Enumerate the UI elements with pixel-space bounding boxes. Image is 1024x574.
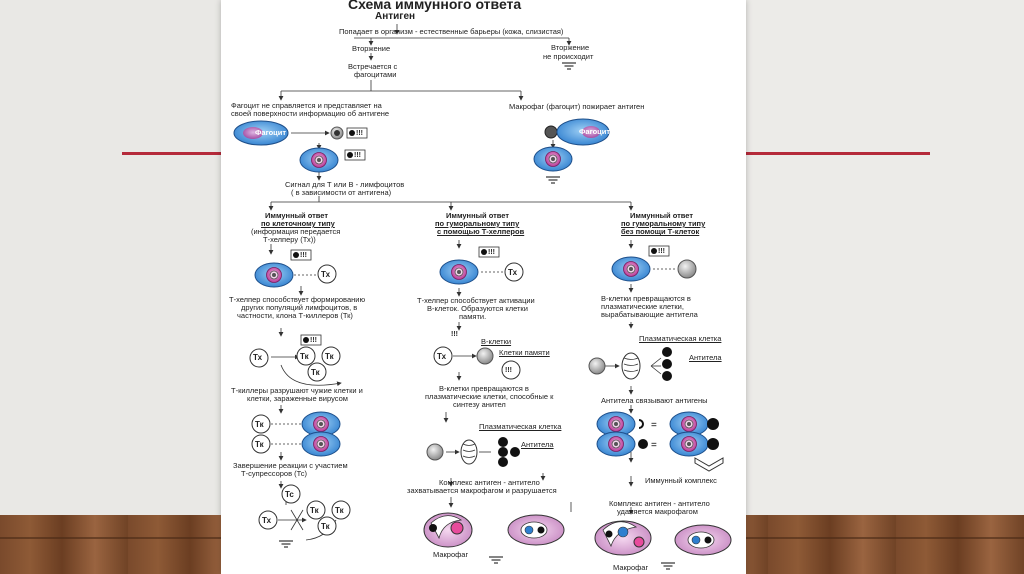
col2-para3-line1: Комплекс антиген - антитело: [439, 478, 540, 487]
memory-cells-label: Клетки памяти: [499, 348, 550, 357]
tk-label: Тк: [335, 506, 344, 515]
tk-label: Тк: [311, 368, 320, 377]
tk-label: Тк: [255, 420, 264, 429]
col1-para1-line3: частности, клона Т-киллеров (Тк): [237, 311, 353, 320]
col2-para1-line1: Т-хелпер способствует активации: [417, 296, 535, 305]
background-right: [746, 0, 1024, 574]
tk-label: Тк: [310, 506, 319, 515]
bind-text: Антитела связывают антигены: [601, 396, 708, 405]
immune-complex-label: Иммунный комплекс: [645, 476, 717, 485]
col1-para1-line1: Т-хелпер способствует формированию: [229, 295, 366, 304]
col2-para2-line2: плазматические клетки, способные к: [425, 392, 554, 401]
accent-line-right: [746, 152, 930, 155]
col3-para2-line2: удаляется макрофагом: [617, 507, 698, 516]
col2-para1-line3: памяти.: [459, 312, 487, 321]
accent-line-left: [122, 152, 221, 155]
col1-para3-line1: Завершение реакции с участием: [233, 461, 348, 470]
marker-label: !!!: [356, 130, 363, 137]
tx-label: Тх: [437, 352, 447, 361]
meets-text-2: фагоцитами: [354, 70, 397, 79]
col1-heading-2: по клеточному типу: [261, 219, 335, 228]
tc-label: Тс: [285, 490, 294, 499]
macrophage-label: Макрофаг: [433, 550, 469, 559]
plasma-cell-label: Плазматическая клетка: [479, 422, 562, 431]
col3-heading-3: без помощи Т-клеток: [621, 227, 700, 236]
diagram-graphics: = =: [233, 24, 732, 570]
no-invasion-text-2: не происходит: [543, 52, 594, 61]
marker-label: !!!: [354, 152, 361, 159]
col3-heading-2: по гуморальному типу: [621, 219, 706, 228]
fail-text-1: Фагоцит не справляется и представляет на: [231, 101, 382, 110]
col2-para2-line1: В-клетки превращаются в: [439, 384, 529, 393]
col1-para2-line2: клетки, зараженные вирусом: [247, 394, 348, 403]
col1-para1-line2: других популяций лимфоцитов, в: [241, 303, 358, 312]
meets-text-1: Встречается с: [348, 62, 398, 71]
marker-label: !!!: [310, 337, 317, 344]
no-invasion-text-1: Вторжение: [551, 43, 590, 52]
tx-label: Тх: [253, 353, 263, 362]
antigen-label: Антиген: [375, 11, 416, 22]
col3-para1-line3: вырабатывающие антитела: [601, 310, 698, 319]
invasion-text: Вторжение: [352, 44, 391, 53]
marker-label: !!!: [451, 331, 458, 338]
col2-para1-line2: В-клеток. Образуются клетки: [427, 304, 528, 313]
col1-heading-1: Иммунный ответ: [265, 211, 329, 220]
diagram-sheet: = = Схема иммунного ответа Антиген Попад…: [221, 0, 746, 574]
tk-label: Тк: [300, 352, 309, 361]
phagocyte-label-left: Фагоцит: [255, 128, 287, 137]
phagocyte-label-right: Фагоцит: [579, 127, 611, 136]
tk-label: Тк: [255, 440, 264, 449]
col2-heading-2: по гуморальному типу: [435, 219, 520, 228]
tk-label: Тк: [325, 352, 334, 361]
col2-heading-3: с помощью Т-хелперов: [437, 227, 525, 236]
fail-text-2: своей поверхности информацию об антигене: [231, 109, 390, 118]
col3-para1-line2: плазматические клетки,: [601, 302, 684, 311]
col3-para2-line1: Комплекс антиген - антитело: [609, 499, 710, 508]
tx-label: Тх: [262, 516, 272, 525]
plasma-cell-label: Плазматическая клетка: [639, 334, 722, 343]
marker-label: !!!: [488, 249, 495, 256]
tx-label: Тх: [321, 270, 331, 279]
signal-text-1: Сигнал для Т или В - лимфоцитов: [285, 180, 405, 189]
tx-label: Тх: [508, 268, 518, 277]
col1-para3-line2: Т-супрессоров (Тс): [241, 469, 308, 478]
svg-text:=: =: [651, 420, 657, 431]
barriers-text: Попадает в организм - естественные барье…: [339, 27, 564, 36]
col1-para2-line1: Т-киллеры разрушают чужие клетки и: [231, 386, 363, 395]
col1-heading-4: Т-хелперу (Тх)): [263, 235, 316, 244]
col3-heading-1: Иммунный ответ: [630, 211, 694, 220]
tk-label: Тк: [321, 522, 330, 531]
col2-para3-line2: захватывается макрофагом и разрушается: [407, 486, 557, 495]
col1-heading-3: (информация передается: [251, 227, 341, 236]
marker-label: !!!: [658, 248, 665, 255]
macrophage-label: Макрофаг: [613, 563, 649, 572]
diagram-title: Схема иммунного ответа: [348, 0, 522, 12]
col2-para2-line3: синтезу анител: [453, 400, 506, 409]
marker-label: !!!: [505, 367, 512, 374]
macrophage-eats-text: Макрофаг (фагоцит) пожирает антиген: [509, 102, 645, 111]
bcells-label: В-клетки: [481, 337, 512, 346]
col2-heading-1: Иммунный ответ: [446, 211, 510, 220]
signal-text-2: ( в зависимости от антигена): [291, 188, 392, 197]
antibodies-label: Антитела: [689, 353, 722, 362]
antibodies-label: Антитела: [521, 440, 554, 449]
svg-text:=: =: [651, 440, 657, 451]
marker-label: !!!: [300, 252, 307, 259]
col3-para1-line1: В-клетки превращаются в: [601, 294, 691, 303]
